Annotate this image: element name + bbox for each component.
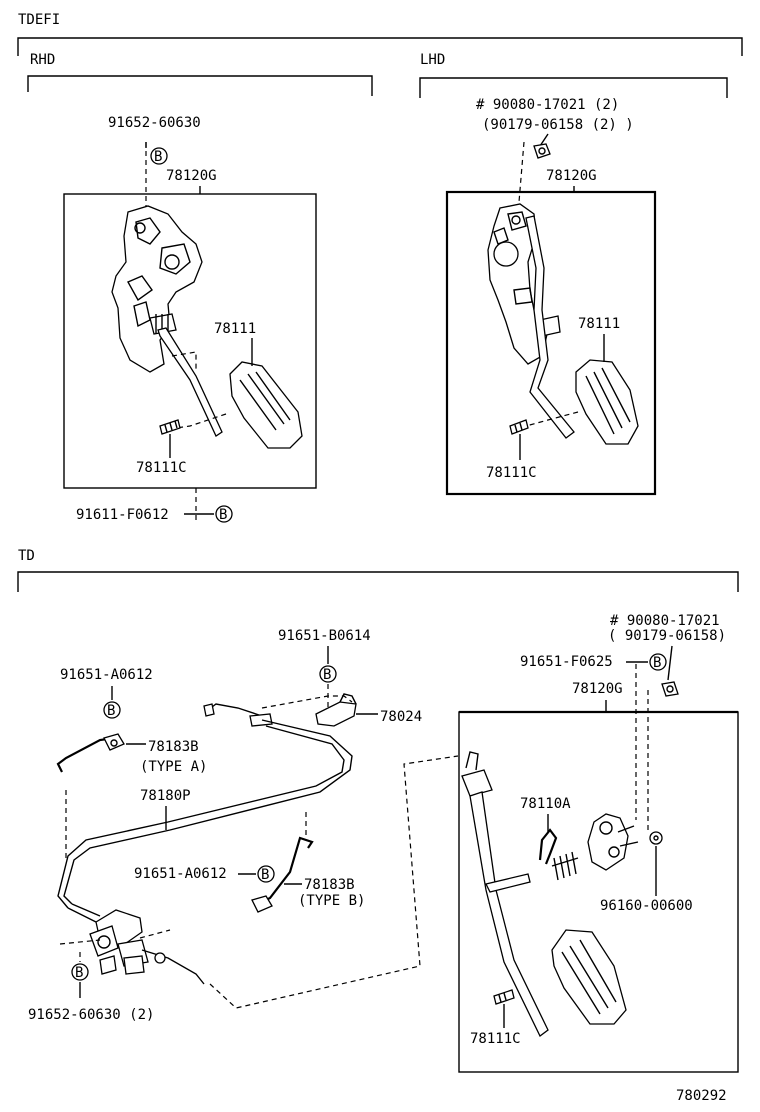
rhd-pedal-label: 78111 bbox=[214, 321, 256, 337]
rhd-pedal-arm bbox=[157, 327, 223, 437]
td-accelerator-cable bbox=[57, 695, 353, 923]
section-tdefi-label: TDEFI bbox=[18, 12, 60, 28]
td-bolt-bottom-label: 91652-60630 (2) bbox=[28, 1007, 154, 1023]
lhd-pedal-pad bbox=[575, 359, 639, 445]
td-bolt-b-marker: B bbox=[319, 665, 337, 683]
section-rhd-label: RHD bbox=[30, 52, 55, 68]
td-nut-label: # 90080-17021 bbox=[610, 613, 720, 629]
td-spring-b-label: 78183B bbox=[304, 877, 355, 893]
td-pedal-arm bbox=[461, 751, 549, 1037]
rhd-pin-label: 78111C bbox=[136, 460, 187, 476]
svg-text:B: B bbox=[107, 703, 115, 719]
td-spring-a-type: (TYPE A) bbox=[140, 759, 207, 775]
lhd-pin bbox=[509, 419, 529, 435]
svg-text:B: B bbox=[261, 867, 269, 883]
td-spring-a bbox=[56, 733, 125, 773]
td-spring-a-label: 78183B bbox=[148, 739, 199, 755]
td-nut bbox=[661, 681, 679, 697]
rhd-pin bbox=[159, 419, 181, 435]
td-nut-alt-label: ( 90179-06158) bbox=[608, 628, 726, 644]
lhd-nut-label: # 90080-17021 (2) bbox=[476, 97, 619, 113]
rhd-pedal-bracket bbox=[111, 205, 203, 373]
td-pin bbox=[493, 989, 515, 1005]
td-lower-clamp bbox=[89, 909, 205, 985]
svg-text:B: B bbox=[323, 667, 331, 683]
td-bolt-f-label: 91651-F0625 bbox=[520, 654, 613, 670]
rhd-pedal-pad bbox=[229, 361, 303, 449]
lhd-nut bbox=[533, 143, 551, 159]
lhd-nut-alt-label: (90179-06158 (2) ) bbox=[482, 117, 634, 133]
td-bolt-a1-marker: B bbox=[103, 701, 121, 719]
td-bolt-a2-label: 91651-A0612 bbox=[134, 866, 227, 882]
td-clamp bbox=[315, 693, 357, 727]
lhd-pin-label: 78111C bbox=[486, 465, 537, 481]
rhd-bolt-top-marker: B bbox=[150, 147, 168, 165]
lhd-bracket-box bbox=[445, 190, 657, 496]
td-bushing bbox=[649, 831, 663, 845]
td-bolt-f-marker: B bbox=[649, 653, 667, 671]
lhd-assembly: # 90080-17021 (2) (90179-06158 (2) ) 781… bbox=[445, 97, 657, 496]
td-bolt-bottom-marker: B bbox=[71, 963, 89, 981]
lhd-pedal-arm bbox=[525, 215, 575, 439]
rhd-assembly: 91652-60630 B 78120G 781 bbox=[63, 115, 317, 523]
svg-text:B: B bbox=[219, 507, 227, 523]
lhd-pedal-bracket bbox=[487, 203, 561, 365]
rhd-bracket-label: 78120G bbox=[166, 168, 217, 184]
td-pin-label: 78111C bbox=[470, 1031, 521, 1047]
svg-text:B: B bbox=[75, 965, 83, 981]
rhd-bracket-box bbox=[63, 193, 317, 489]
section-lhd-label: LHD bbox=[420, 52, 445, 68]
td-spring-b-type: (TYPE B) bbox=[298, 893, 365, 909]
td-bushing-label: 96160-00600 bbox=[600, 898, 693, 914]
td-spring-return-label: 78110A bbox=[520, 796, 571, 812]
lhd-pedal-label: 78111 bbox=[578, 316, 620, 332]
rhd-bolt-bottom-marker: B bbox=[215, 505, 233, 523]
td-bolt-a1-label: 91651-A0612 bbox=[60, 667, 153, 683]
td-cable-label: 78180P bbox=[140, 788, 191, 804]
td-bolt-a2-marker: B bbox=[257, 865, 275, 883]
section-lhd-bracket bbox=[419, 77, 728, 98]
section-td-label: TD bbox=[18, 548, 35, 564]
td-bracket-label: 78120G bbox=[572, 681, 623, 697]
td-spring-b bbox=[251, 836, 314, 913]
svg-text:B: B bbox=[653, 655, 661, 671]
figure-id: 780292 bbox=[676, 1088, 727, 1104]
td-spring-return bbox=[538, 828, 579, 881]
td-pedal-pad bbox=[551, 929, 627, 1025]
svg-text:B: B bbox=[154, 149, 162, 165]
td-clamp-label: 78024 bbox=[380, 709, 422, 725]
section-tdefi-bracket bbox=[17, 37, 743, 56]
td-assembly: 91651-A0612 B 78183B (TYPE A) 91651-B061… bbox=[28, 613, 739, 1073]
rhd-bolt-top-label: 91652-60630 bbox=[108, 115, 201, 131]
section-rhd-bracket bbox=[27, 75, 373, 96]
td-pivot-bracket bbox=[587, 813, 639, 871]
rhd-bolt-bottom-label: 91611-F0612 bbox=[76, 507, 169, 523]
td-bolt-b-label: 91651-B0614 bbox=[278, 628, 371, 644]
lhd-bracket-label: 78120G bbox=[546, 168, 597, 184]
section-td-bracket bbox=[17, 571, 739, 592]
